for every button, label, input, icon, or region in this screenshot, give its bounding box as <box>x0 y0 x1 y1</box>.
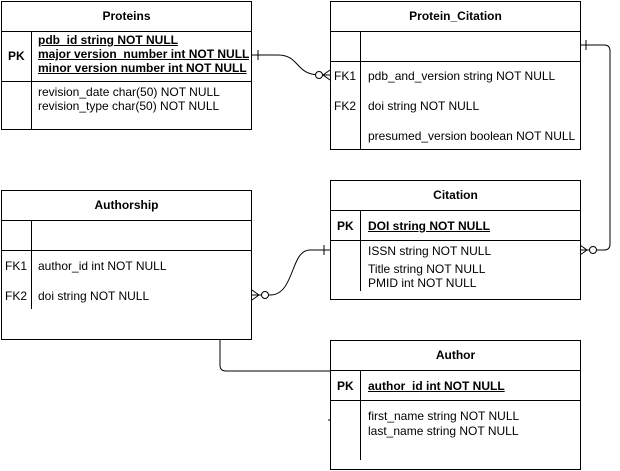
entity-protein-citation[interactable]: Protein_Citation FK1 FK2 pdb_and_version… <box>330 1 581 150</box>
entity-authorship[interactable]: Authorship FK1 FK2 author_id int NOT NUL… <box>1 190 252 340</box>
field: revision_date char(50) NOT NULL <box>38 85 220 99</box>
entity-title: Author <box>331 341 580 371</box>
field: doi string NOT NULL <box>368 99 480 113</box>
connector-protein-citation-zero-mark <box>315 71 323 79</box>
connector-proteins-protein-citation <box>252 54 330 76</box>
field: presumed_version boolean NOT NULL <box>368 129 576 143</box>
entity-citation[interactable]: Citation PK DOI string NOT NULL ISSN str… <box>330 180 581 300</box>
fk2-label: FK2 <box>5 289 28 303</box>
field: ISSN string NOT NULL <box>368 244 492 258</box>
connector-authorship-many-mark <box>251 289 260 301</box>
field: doi string NOT NULL <box>38 289 150 303</box>
pk-label: PK <box>337 379 354 393</box>
pk-field: major version_number int NOT NULL <box>38 47 250 61</box>
connector-citation-many-mark <box>579 244 588 256</box>
field: first_name string NOT NULL <box>368 409 520 423</box>
fk1-label: FK1 <box>334 69 357 83</box>
pk-field: minor version number int NOT NULL <box>38 61 247 75</box>
entity-author[interactable]: Author PK author_id int NOT NULL first_n… <box>330 340 581 470</box>
connector-citation-authorship <box>252 249 330 296</box>
field: author_id int NOT NULL <box>38 259 167 273</box>
connector-protein-citation-many-mark <box>322 69 331 81</box>
connector-protein-citation-citation <box>580 44 611 251</box>
pk-field: author_id int NOT NULL <box>368 379 505 393</box>
field: pdb_and_version string NOT NULL <box>368 69 556 83</box>
field: revision_type char(50) NOT NULL <box>38 99 220 113</box>
connector-authorship-zero-mark <box>261 291 269 299</box>
entity-title: Proteins <box>2 2 251 32</box>
entity-title: Protein_Citation <box>331 2 580 32</box>
entity-proteins[interactable]: Proteins PK pdb_id string NOT NULL major… <box>1 1 252 130</box>
pk-label: PK <box>8 49 25 63</box>
pk-field: pdb_id string NOT NULL <box>38 33 178 47</box>
pk-field: DOI string NOT NULL <box>368 219 490 233</box>
pk-label: PK <box>337 219 354 233</box>
field: Title string NOT NULL <box>368 262 486 276</box>
fk2-label: FK2 <box>334 99 357 113</box>
field: PMID int NOT NULL <box>368 276 477 290</box>
entity-title: Authorship <box>2 191 251 221</box>
fk1-label: FK1 <box>5 259 28 273</box>
field: last_name string NOT NULL <box>368 424 519 438</box>
connector-citation-zero-mark <box>589 246 597 254</box>
entity-title: Citation <box>331 181 580 211</box>
